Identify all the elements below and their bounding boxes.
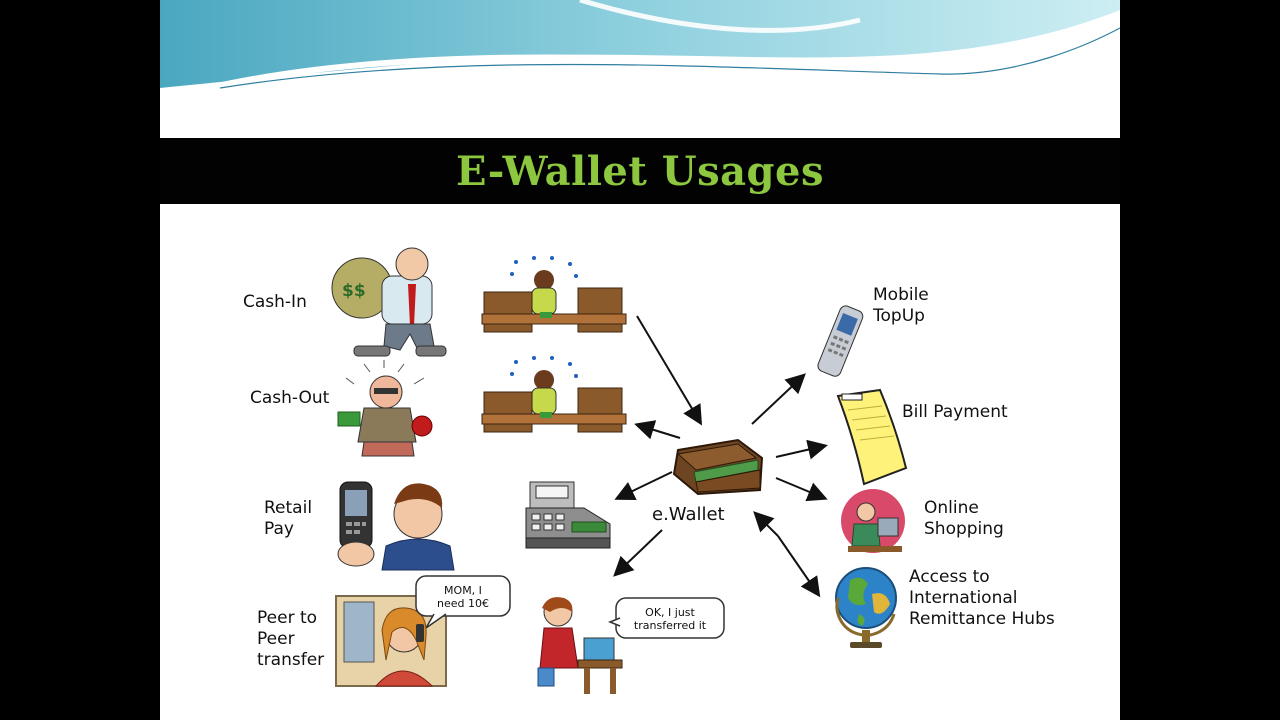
title-bar bbox=[160, 138, 1120, 204]
request-bubble-text: MOM, I need 10€ bbox=[437, 584, 489, 610]
wallet-icon bbox=[672, 438, 764, 496]
bank-teller-icon bbox=[481, 256, 627, 333]
cash-out-label: Cash-Out bbox=[250, 388, 330, 408]
slide-title: E-Wallet Usages bbox=[455, 148, 824, 195]
arrow-wallet-to-topup bbox=[751, 373, 806, 425]
phone-man-icon bbox=[337, 481, 455, 571]
mobile-phone-icon bbox=[817, 305, 864, 377]
remittance-label: Access to International Remittance Hubs bbox=[909, 567, 1055, 629]
arrow-remittance-1 bbox=[753, 511, 779, 537]
online-shopping-icon bbox=[841, 489, 905, 553]
arrow-cashin-to-wallet bbox=[636, 315, 703, 426]
p2p-label: Peer to Peer transfer bbox=[257, 608, 325, 670]
retail-pay-label: Retail Pay bbox=[264, 498, 313, 539]
connection-arrows bbox=[613, 315, 828, 598]
reply-speech-bubble bbox=[607, 597, 725, 639]
globe-icon bbox=[835, 567, 897, 648]
arrow-wallet-to-bill bbox=[775, 439, 828, 460]
reply-bubble-text: OK, I just transferred it bbox=[633, 606, 707, 632]
cash-register-icon bbox=[525, 481, 611, 549]
arrow-remittance-2 bbox=[777, 535, 821, 598]
arrow-wallet-to-shopping bbox=[775, 477, 828, 502]
mother-computer-icon bbox=[537, 597, 623, 694]
cash-out-man-icon bbox=[337, 360, 433, 457]
request-speech-bubble bbox=[415, 575, 511, 629]
ewallet-label: e.Wallet bbox=[652, 504, 725, 525]
svg-text:$$: $$ bbox=[342, 281, 366, 301]
header-wave bbox=[160, 0, 1120, 93]
bank-teller-2-icon bbox=[481, 356, 627, 433]
arrow-wallet-to-p2p bbox=[613, 529, 663, 577]
arrow-wallet-to-cashout bbox=[634, 420, 681, 440]
woman-phone-icon bbox=[335, 595, 447, 687]
bill-icon bbox=[836, 388, 908, 486]
money-bag-man-icon: $$ bbox=[331, 247, 447, 357]
arrow-wallet-to-retail bbox=[614, 471, 673, 501]
slide: E-Wallet Usages Cash-In Cash-Out Retail … bbox=[160, 0, 1120, 720]
cash-in-label: Cash-In bbox=[243, 292, 307, 312]
online-shopping-label: Online Shopping bbox=[924, 498, 1004, 539]
mobile-topup-label: Mobile TopUp bbox=[873, 285, 929, 326]
bill-payment-label: Bill Payment bbox=[902, 402, 1008, 422]
